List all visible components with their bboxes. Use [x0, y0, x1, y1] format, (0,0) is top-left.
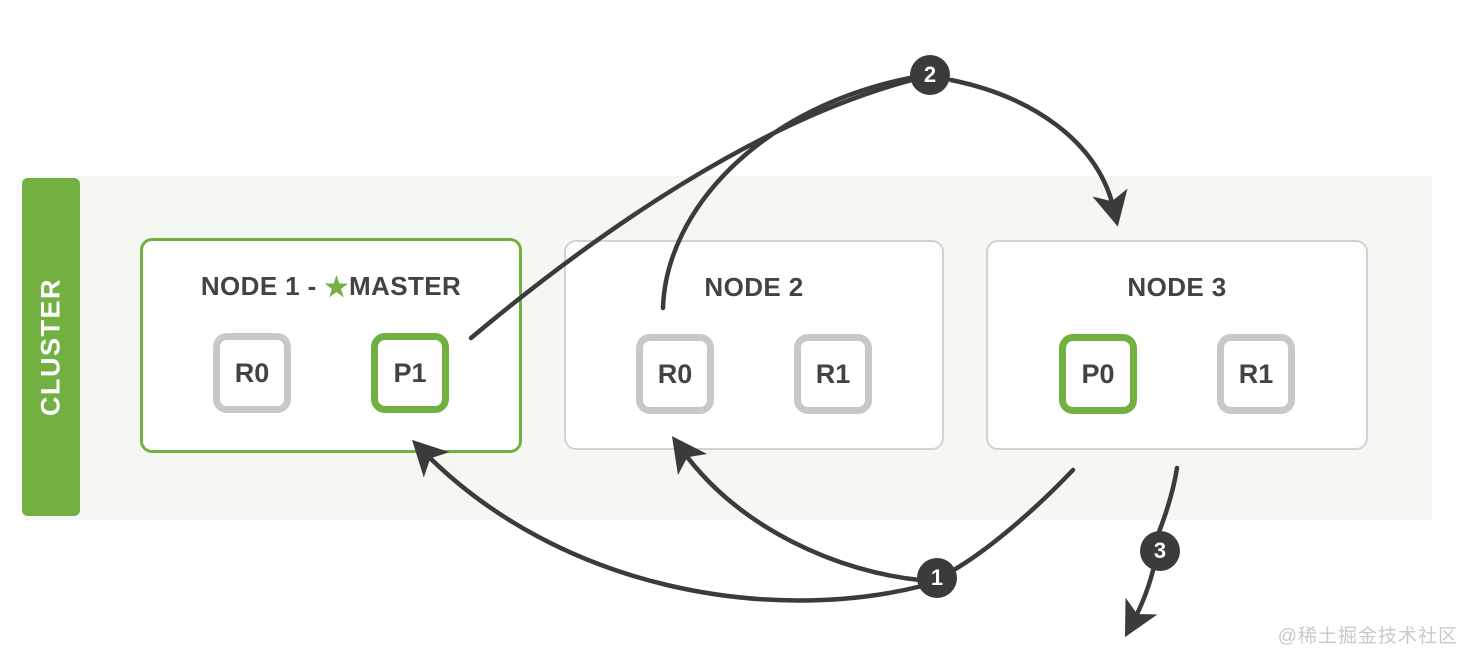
step-badge-1[interactable]: 1: [917, 558, 957, 598]
cluster-label-bar: CLUSTER: [22, 178, 80, 516]
shard-node2-r1[interactable]: R1: [794, 334, 872, 414]
step-badge-3[interactable]: 3: [1140, 531, 1180, 571]
node-box-3[interactable]: NODE 3 P0 R1: [986, 240, 1368, 450]
shard-node1-r0[interactable]: R0: [213, 333, 291, 413]
shard-row-node-2: R0 R1: [566, 334, 942, 414]
shard-row-node-3: P0 R1: [988, 334, 1366, 414]
node-title-3: NODE 3: [988, 272, 1366, 303]
watermark: @稀土掘金技术社区: [1277, 626, 1458, 647]
shard-node3-r1[interactable]: R1: [1217, 334, 1295, 414]
node-box-1[interactable]: NODE 1 - ★MASTER R0 P1: [140, 238, 522, 453]
master-star-icon: ★: [324, 272, 349, 302]
node-title-1-prefix: NODE 1 -: [200, 271, 325, 301]
node-title-1-suffix: MASTER: [348, 271, 462, 301]
step-badge-2[interactable]: 2: [910, 55, 950, 95]
node-title-1: NODE 1 - ★MASTER: [143, 271, 519, 303]
cluster-label-text: CLUSTER: [35, 278, 66, 416]
shard-node3-p0[interactable]: P0: [1059, 334, 1137, 414]
shard-node2-r0[interactable]: R0: [636, 334, 714, 414]
arrow-step3-tail: [1125, 559, 1158, 638]
node-title-2-prefix: NODE 2: [704, 272, 804, 302]
node-title-3-prefix: NODE 3: [1127, 272, 1227, 302]
node-box-2[interactable]: NODE 2 R0 R1: [564, 240, 944, 450]
node-title-2: NODE 2: [566, 272, 942, 303]
shard-node1-p1[interactable]: P1: [371, 333, 449, 413]
shard-row-node-1: R0 P1: [143, 333, 519, 413]
